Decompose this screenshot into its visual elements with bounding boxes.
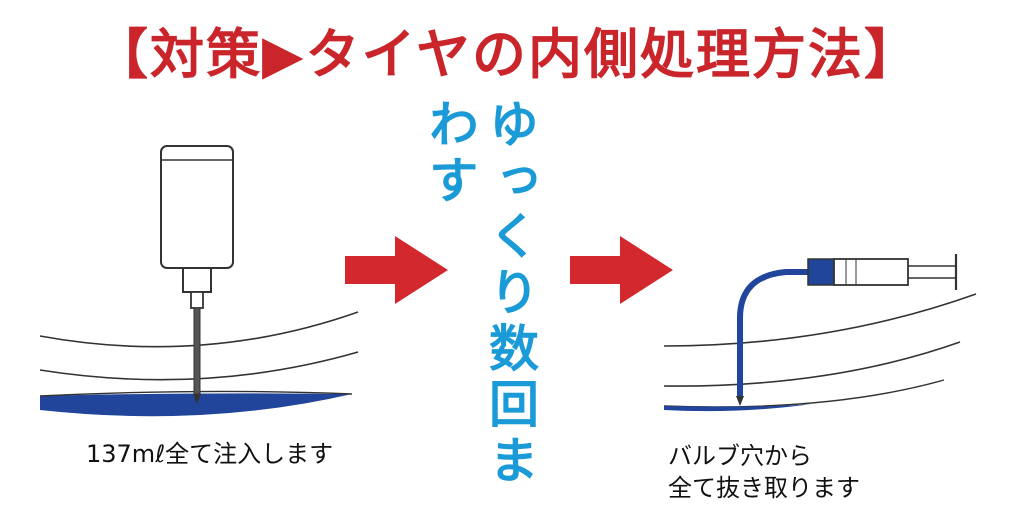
page-title: 【対策▶タイヤの内側処理方法】 — [94, 23, 920, 86]
bottle-cap — [182, 267, 212, 293]
right-tire-section — [663, 293, 977, 412]
left-sealant-pool — [40, 393, 352, 417]
syringe-icon — [736, 254, 958, 406]
left-caption: 137mℓ全て注入します — [86, 440, 334, 468]
left-tire-inner-line — [39, 351, 359, 381]
instruction-vertical-text: ゆっくり数回まわす — [421, 98, 539, 490]
bottle-body — [160, 145, 234, 269]
bottle-nozzle — [193, 307, 201, 395]
right-arrow-icon — [570, 236, 673, 304]
right-tire-inner-line — [663, 341, 961, 387]
right-arrow-icon — [345, 236, 448, 304]
right-tire-outer-line — [663, 293, 977, 347]
syringe-barrel — [833, 258, 909, 286]
right-tire-bottom-line — [663, 379, 945, 408]
right-sealant-residue — [664, 404, 812, 412]
bottle-icon — [160, 145, 234, 404]
right-caption-line1: バルブ穴から — [668, 442, 812, 470]
syringe-tube — [737, 269, 812, 396]
syringe-hub — [807, 258, 835, 286]
left-tire-outer-line — [39, 311, 359, 348]
right-caption-line2: 全て抜き取ります — [668, 474, 860, 502]
